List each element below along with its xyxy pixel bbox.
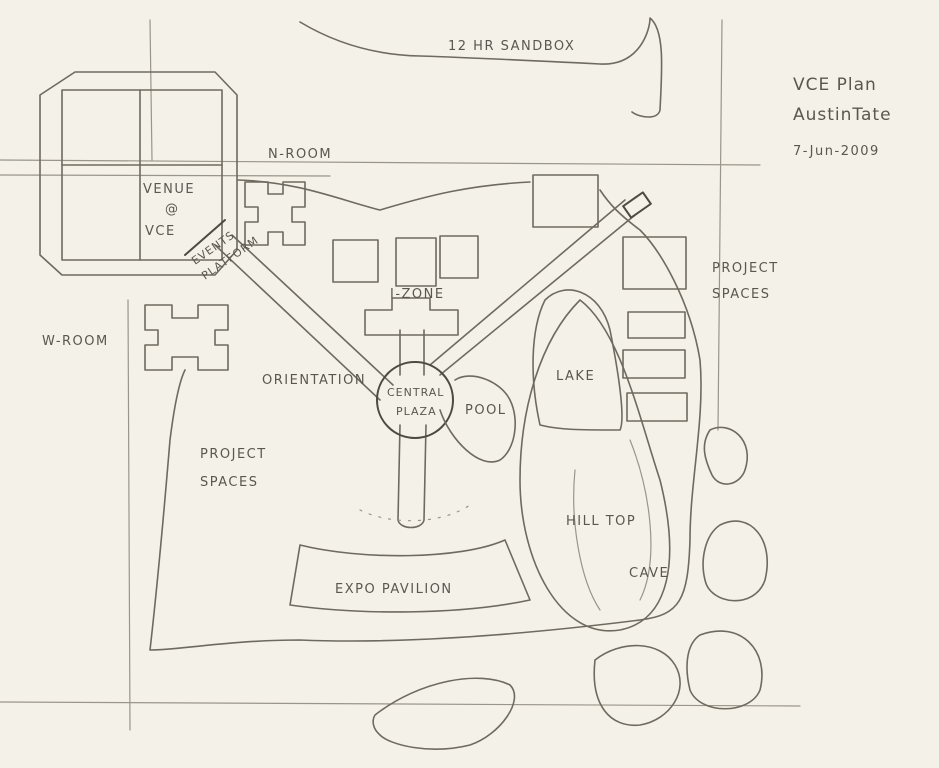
- pool-outline: [439, 375, 516, 463]
- label-title-line2: AustinTate: [793, 105, 892, 125]
- label-central-line1: CENTRAL: [387, 386, 444, 399]
- label-hill-top: HILL TOP: [566, 514, 636, 529]
- label-orientation: ORIENTATION: [262, 373, 366, 388]
- i-zone-buildings: [332, 235, 479, 336]
- site-boundary: [149, 179, 702, 651]
- label-expo: EXPO PAVILION: [335, 582, 453, 597]
- label-title-line1: VCE Plan: [793, 75, 877, 95]
- label-project-spaces-left-line1: PROJECT: [200, 447, 267, 462]
- islands: [372, 426, 768, 750]
- label-n-room: N-ROOM: [268, 147, 332, 162]
- lake-outline: [532, 289, 623, 431]
- project-spaces-right-buildings: [532, 174, 688, 422]
- label-pool: POOL: [465, 403, 507, 418]
- label-project-spaces-left-line2: SPACES: [200, 475, 258, 490]
- label-lake: LAKE: [556, 369, 595, 384]
- sandbox-outline: [299, 17, 663, 118]
- hill-top-outline: [519, 299, 671, 632]
- expo-approach-dots: [359, 504, 471, 522]
- venue-building: [39, 71, 238, 276]
- label-central-line2: PLAZA: [396, 405, 437, 418]
- label-i-zone: I-ZONE: [390, 287, 445, 302]
- label-cave: CAVE: [629, 566, 669, 581]
- label-venue-line2: @: [165, 202, 180, 217]
- events-platform-mark: [184, 219, 226, 256]
- label-date: 7-Jun-2009: [793, 144, 880, 159]
- w-room-shape: [144, 304, 229, 371]
- label-sandbox: 12 HR SANDBOX: [448, 39, 575, 54]
- central-plaza-circle: [376, 361, 454, 439]
- label-venue-line1: VENUE: [143, 182, 195, 197]
- label-project-spaces-right-line2: SPACES: [712, 287, 770, 302]
- n-room-shape: [244, 181, 306, 246]
- label-project-spaces-right-line1: PROJECT: [712, 261, 779, 276]
- label-w-room: W-ROOM: [42, 334, 109, 349]
- label-venue-line3: VCE: [145, 224, 176, 239]
- guide-lines: [0, 19, 801, 731]
- expo-pavilion-shape: [289, 539, 531, 613]
